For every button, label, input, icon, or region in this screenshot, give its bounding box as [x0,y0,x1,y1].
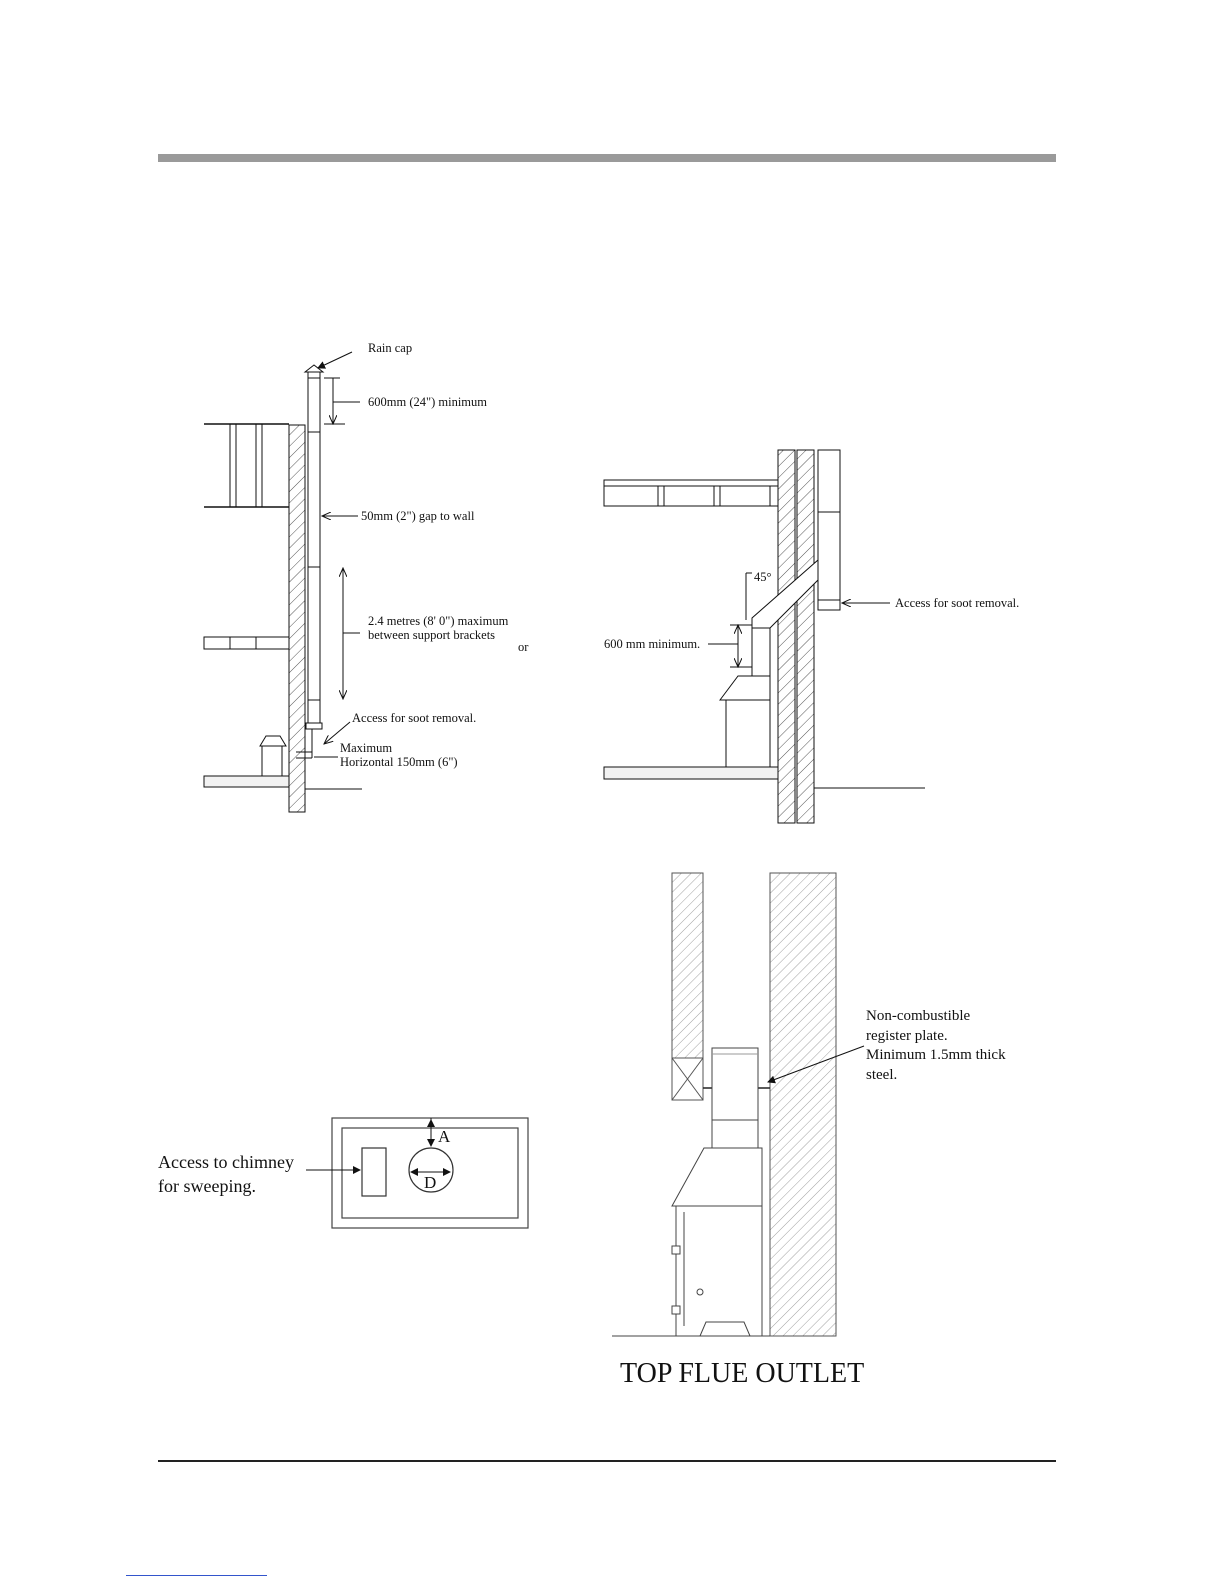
header-rule [158,154,1056,162]
footer-link-underline [126,1575,267,1576]
label-gap-to-wall: 50mm (2") gap to wall [361,509,475,523]
diagram-through-wall-flue: 45° Access for soot removal. 600 mm mini… [603,449,1019,824]
label-max-spacing-line1: 2.4 metres (8' 0") maximum [368,614,509,628]
label-rain-cap: Rain cap [368,341,412,355]
label-access-soot-2: Access for soot removal. [895,596,1019,610]
footer-rule [158,1460,1056,1462]
label-access-soot-1: Access for soot removal. [352,711,476,725]
label-access-chimney-line1: Access to chimney [158,1152,294,1172]
label-access-chimney-line2: for sweeping. [158,1176,256,1196]
label-plate-line3: Minimum 1.5mm thick [866,1047,1006,1063]
label-or: or [518,640,529,654]
diagram-register-plate-plan: A D Access to chimney for sweeping. [158,1117,529,1229]
label-plate-line4: steel. [866,1067,897,1083]
diagram-external-flue: Rain cap 600mm (24") minimum 50mm (2") g… [203,341,529,813]
label-plate-line1: Non-combustible [866,1008,970,1024]
label-angle-45: 45° [754,570,772,584]
label-plate-line2: register plate. [866,1028,948,1044]
label-letter-d: D [424,1173,436,1192]
label-600-minimum: 600 mm minimum. [604,637,700,651]
label-min-height: 600mm (24") minimum [368,395,487,409]
diagram-top-flue-outlet: Non-combustible register plate. Minimum … [612,872,1006,1389]
label-horizontal-line2: Horizontal 150mm (6") [340,755,458,769]
label-letter-a: A [438,1127,451,1146]
label-max-spacing-line2: between support brackets [368,628,495,642]
label-top-flue-outlet: TOP FLUE OUTLET [620,1358,864,1389]
label-horizontal-line1: Maximum [340,741,392,755]
